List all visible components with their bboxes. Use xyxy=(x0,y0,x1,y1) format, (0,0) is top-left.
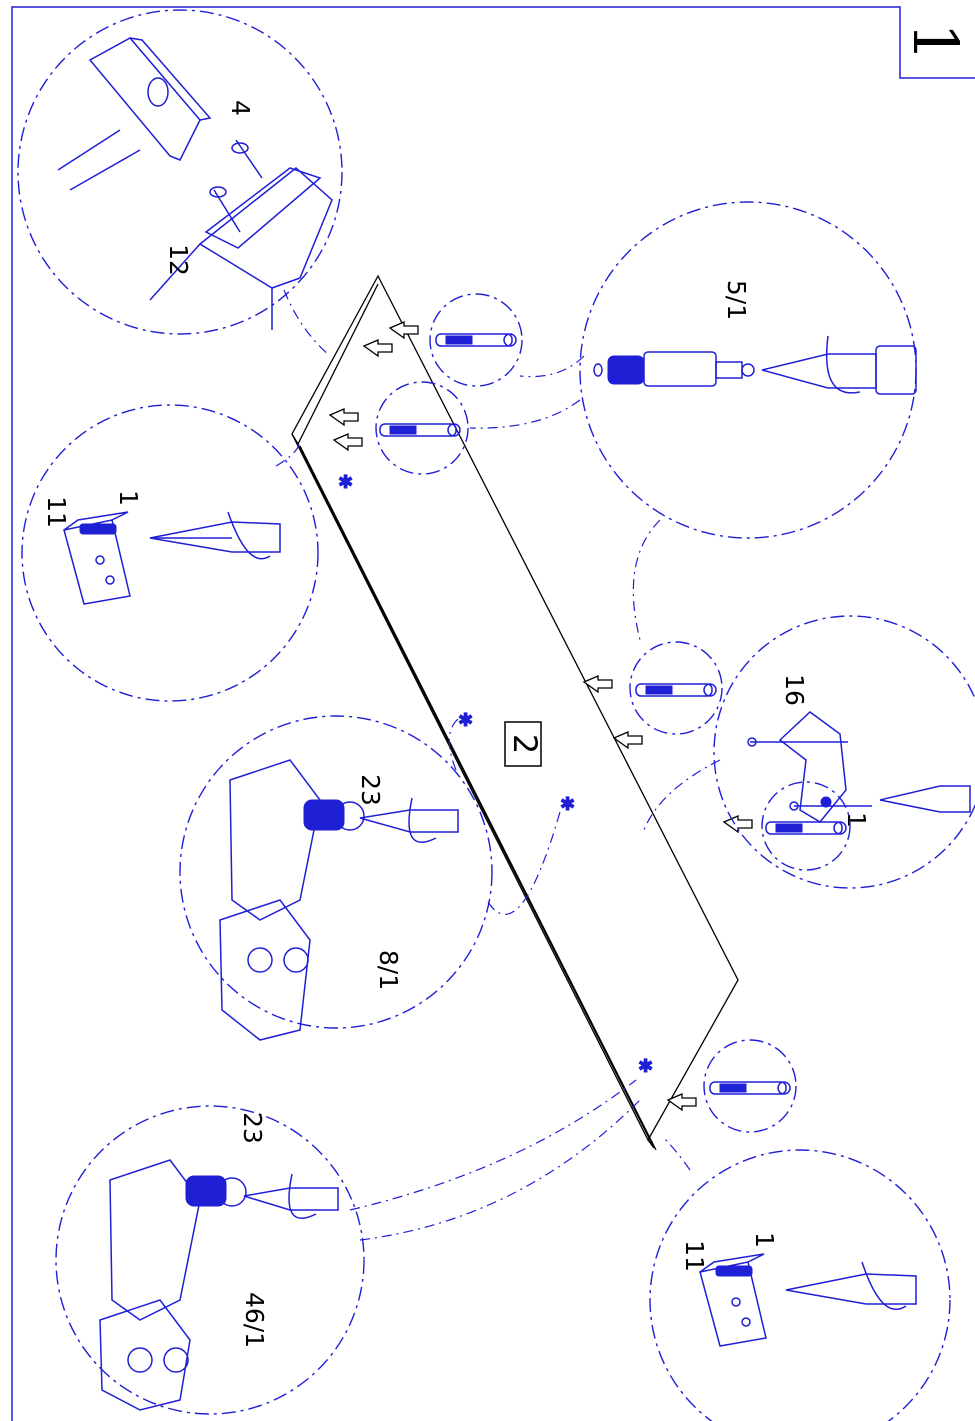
part-label: 46/1 xyxy=(240,1292,269,1348)
clip-icon xyxy=(219,759,365,1041)
part-label: 1 xyxy=(842,812,871,828)
part-label: 12 xyxy=(164,244,193,276)
nail-icon xyxy=(209,139,263,233)
callout-nail-top: 4 12 xyxy=(17,9,343,357)
dowel-icon xyxy=(765,821,847,835)
screwdriver-icon xyxy=(149,511,281,560)
part-label: 16 xyxy=(780,674,809,706)
panel-number: 2 xyxy=(506,734,544,754)
part-label: 23 xyxy=(356,774,385,806)
hole-marker-icon: ✱ xyxy=(338,472,353,493)
screwdriver-icon xyxy=(761,335,917,395)
page-frame xyxy=(11,6,975,1421)
dowel-icon xyxy=(435,333,517,347)
hole-marker-icon: ✱ xyxy=(638,1056,653,1077)
callout-dowel-5 xyxy=(703,1039,797,1133)
part-label: 1 xyxy=(750,1232,779,1248)
hole-marker-icon: ✱ xyxy=(560,794,575,815)
callout-dowel-2 xyxy=(375,381,469,475)
bracket-icon xyxy=(699,1253,767,1347)
screwdriver-icon xyxy=(879,785,971,813)
insertion-arrows xyxy=(328,321,753,1112)
callout-dowel-1 xyxy=(429,293,523,387)
callout-cam-bolt-top: 5/1 xyxy=(469,201,917,641)
hole-marker-icon: ✱ xyxy=(458,710,473,731)
part-label: 1 xyxy=(114,490,143,506)
callout-bracket-bottom: 1 11 xyxy=(649,1135,951,1421)
callout-clip-middle: 23 8/1 xyxy=(179,715,561,1041)
part-label: 11 xyxy=(42,496,71,528)
clip-icon xyxy=(99,1159,247,1411)
screwdriver-icon xyxy=(359,797,459,843)
panel-label-box: 2 xyxy=(504,721,544,767)
screwdriver-icon xyxy=(243,1173,339,1219)
panel-part-2 xyxy=(291,274,739,1151)
part-label: 8/1 xyxy=(374,950,403,990)
part-label: 4 xyxy=(226,100,255,116)
bracket-block-icon xyxy=(149,167,333,330)
bracket-icon xyxy=(63,511,131,605)
part-label: 5/1 xyxy=(722,280,751,320)
cam-bolt-icon xyxy=(593,351,755,387)
part-label: 23 xyxy=(238,1112,267,1144)
callout-bracket-left: 1 11 xyxy=(21,404,319,702)
dowel-icon xyxy=(635,683,717,697)
callout-clip-bottom: 23 46/1 xyxy=(55,1079,641,1415)
dowel-icon xyxy=(709,1081,791,1095)
screwdriver-icon xyxy=(785,1261,917,1311)
callout-dowel-3 xyxy=(629,641,723,735)
hole-markers: ✱ ✱ ✱ ✱ xyxy=(338,472,654,1078)
callout-cam-connector: 16 1 xyxy=(643,615,975,889)
dowel-icon xyxy=(379,423,461,437)
part-label: 11 xyxy=(680,1240,709,1272)
hammer-icon xyxy=(57,37,212,191)
callout-dowel-4 xyxy=(761,781,851,871)
cam-connector-icon xyxy=(747,711,872,823)
step-number: 1 xyxy=(899,22,972,61)
